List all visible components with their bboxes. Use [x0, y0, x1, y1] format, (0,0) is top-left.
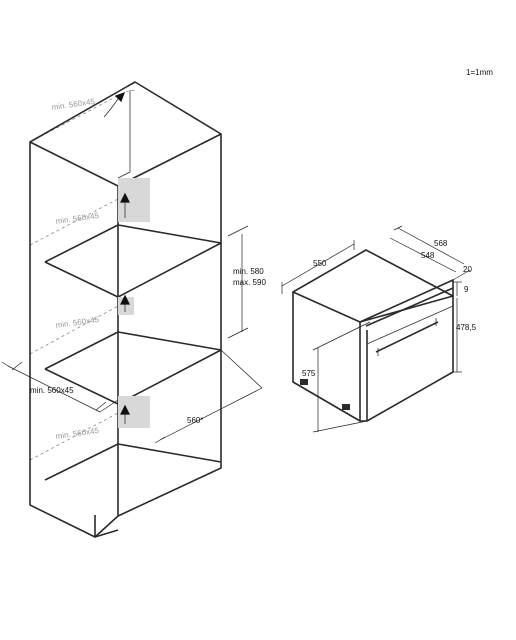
dim-front-thickness: 20 [452, 265, 472, 281]
dim-top-gap: 9 [453, 281, 469, 296]
oven-width-outer: 550 [313, 259, 327, 268]
dim-width-inner: 548 [389, 237, 457, 273]
scale-note: 1=1mm [466, 68, 493, 77]
niche-height-dimension: min. 580 max. 590 [227, 225, 266, 339]
oven-width-inner: 548 [421, 251, 435, 260]
airflow-arrow-lower [120, 404, 130, 424]
oven-width-front: 568 [434, 239, 448, 248]
tall-cabinet: min. 560x45 min. 560x45 min. 560x45 min.… [1, 81, 266, 538]
dim-front-height: 478,5 [452, 298, 477, 373]
oven-front-height: 478,5 [456, 323, 477, 332]
oven-foot-left [300, 379, 308, 385]
cutout-label-upper: min. 560x45 [55, 211, 100, 226]
niche-depth-dimension: 560* [154, 349, 263, 444]
airflow-arrow-upper [120, 192, 130, 218]
dim-body-height: 575 [302, 321, 371, 433]
airflow-arrow-top [103, 91, 126, 118]
cutout-label-top: min. 560x45 [51, 97, 96, 112]
dim-width-front: 568 [393, 225, 465, 265]
airflow-arrow-middle [120, 294, 130, 312]
dim-width-outer: 550 [281, 240, 355, 294]
oven-top-gap: 9 [464, 285, 469, 294]
oven-body-height: 575 [302, 369, 316, 378]
niche-height-min: min. 580 [233, 267, 264, 276]
cutout-label-lower: min. 560x45 [55, 426, 100, 441]
depth-label: min. 560x45 [30, 386, 74, 395]
niche-depth-label: 560* [187, 416, 203, 425]
oven-front-thickness: 20 [463, 265, 472, 274]
niche-height-max: max. 590 [233, 278, 266, 287]
depth-dimension: min. 560x45 [1, 361, 119, 413]
oven-foot-right [342, 404, 350, 410]
oven: 550 568 548 20 9 478,5 [281, 225, 477, 433]
